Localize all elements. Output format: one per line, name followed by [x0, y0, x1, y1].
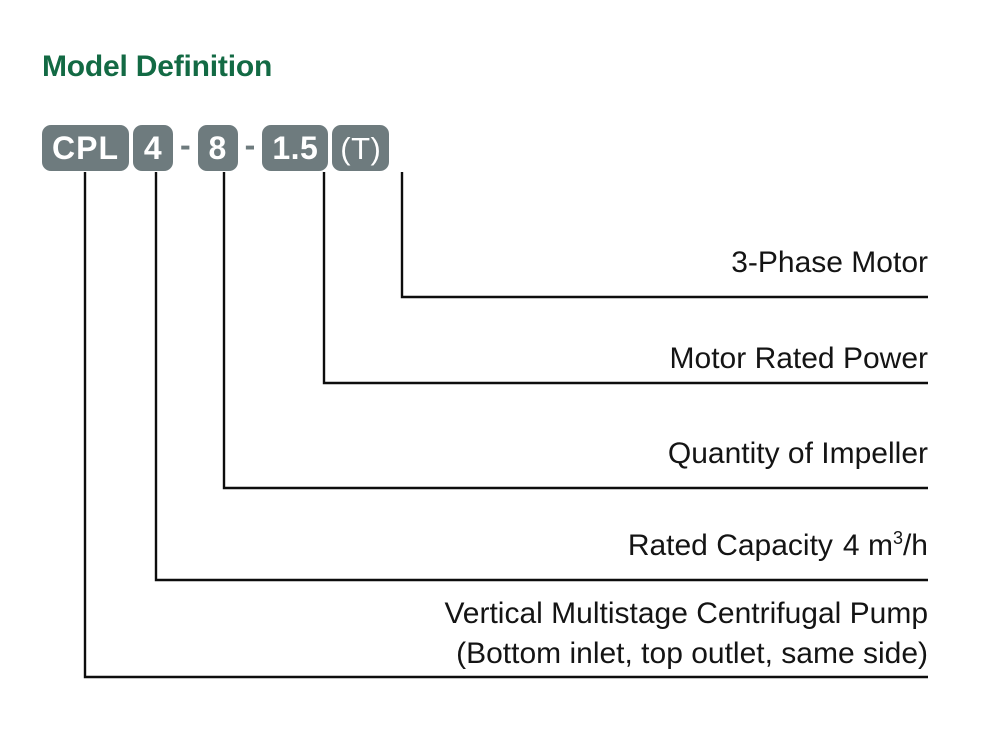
model-separator-2: -	[244, 127, 256, 163]
callout-series-line-2: (Bottom inlet, top outlet, same side)	[456, 636, 928, 670]
callout-rated-capacity-text: Rated Capacity	[627, 529, 833, 562]
callout-motor-power: Motor Rated Power	[670, 339, 928, 379]
callout-phase-text: 3-Phase Motor	[731, 246, 928, 279]
callout-series: Vertical Multistage Centrifugal Pump (Bo…	[444, 594, 928, 673]
model-separator-1: -	[180, 127, 191, 163]
callout-impeller-quantity: Quantity of Impeller	[668, 434, 928, 474]
model-code-row: CPL 4 - 8 - 1.5 (T)	[42, 125, 390, 171]
model-chip-phase: (T)	[332, 125, 390, 171]
model-chip-rated-capacity: 4	[133, 125, 173, 171]
callout-rated-capacity-unit-prefix: m	[867, 529, 893, 562]
callout-rated-capacity: Rated Capacity 4 m3/h	[628, 526, 928, 566]
page-title: Model Definition	[42, 50, 273, 83]
callout-phase: 3-Phase Motor	[731, 243, 928, 283]
callout-impeller-quantity-text: Quantity of Impeller	[667, 437, 928, 470]
callout-rated-capacity-unit-exponent: 3	[892, 528, 903, 548]
model-chip-series: CPL	[42, 125, 129, 171]
model-chip-motor-power: 1.5	[262, 125, 329, 171]
model-chip-impeller-quantity: 8	[197, 125, 238, 171]
callout-rated-capacity-value: 4	[842, 529, 860, 562]
callout-rated-capacity-unit-suffix: /h	[902, 529, 928, 562]
callout-series-line-1: Vertical Multistage Centrifugal Pump	[444, 597, 928, 630]
callout-motor-power-text: Motor Rated Power	[669, 342, 928, 375]
